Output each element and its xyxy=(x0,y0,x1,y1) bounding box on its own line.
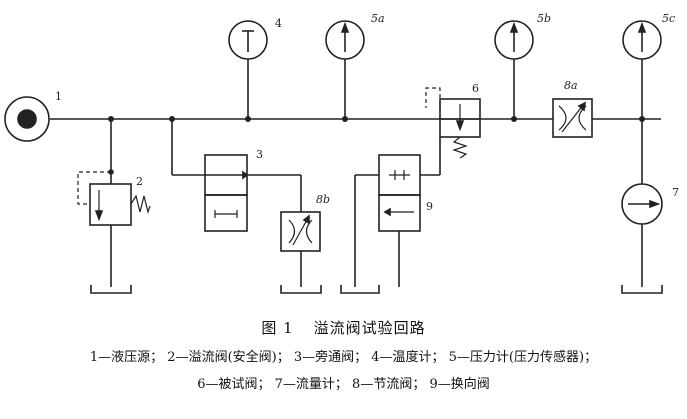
label-7: 7 xyxy=(672,186,679,199)
label-3: 3 xyxy=(256,148,263,161)
legend-line-1: 1—液压源； 2—溢流阀(安全阀)； 3—旁通阀； 4—温度计； 5—压力计(压… xyxy=(89,350,598,365)
label-5b: 5b xyxy=(537,12,551,25)
relief-valve-2 xyxy=(77,116,151,294)
label-6: 6 xyxy=(472,82,479,95)
pressure-gauge-5a xyxy=(325,20,365,123)
figure-number: 图 1 xyxy=(261,319,294,337)
bypass-valve-3 xyxy=(169,116,302,232)
label-5c: 5c xyxy=(662,12,675,25)
label-4: 4 xyxy=(275,17,282,30)
label-8a: 8a xyxy=(564,79,578,92)
directional-valve-9 xyxy=(340,154,421,294)
pressure-gauge-5b xyxy=(494,20,534,123)
figure-caption-title: 图 1 溢流阀试验回路 xyxy=(0,317,687,338)
hydraulic-source-1 xyxy=(4,96,50,142)
label-9: 9 xyxy=(426,200,433,213)
throttle-valve-8a xyxy=(552,98,593,138)
flow-meter-7 xyxy=(621,119,663,294)
throttle-valve-8b xyxy=(280,211,322,294)
hydraulic-circuit-diagram: 1 2 4 5a xyxy=(4,12,679,294)
test-valve-6 xyxy=(420,87,481,176)
legend-line-2: 6—被试阀； 7—流量计； 8—节流阀； 9—换向阀 xyxy=(197,377,490,392)
pressure-gauge-5c xyxy=(622,20,662,123)
figure-title: 溢流阀试验回路 xyxy=(313,319,426,337)
label-8b: 8b xyxy=(316,193,330,206)
label-2: 2 xyxy=(136,175,143,188)
label-5a: 5a xyxy=(371,12,385,25)
label-1: 1 xyxy=(55,90,62,103)
thermometer-4 xyxy=(228,20,268,123)
